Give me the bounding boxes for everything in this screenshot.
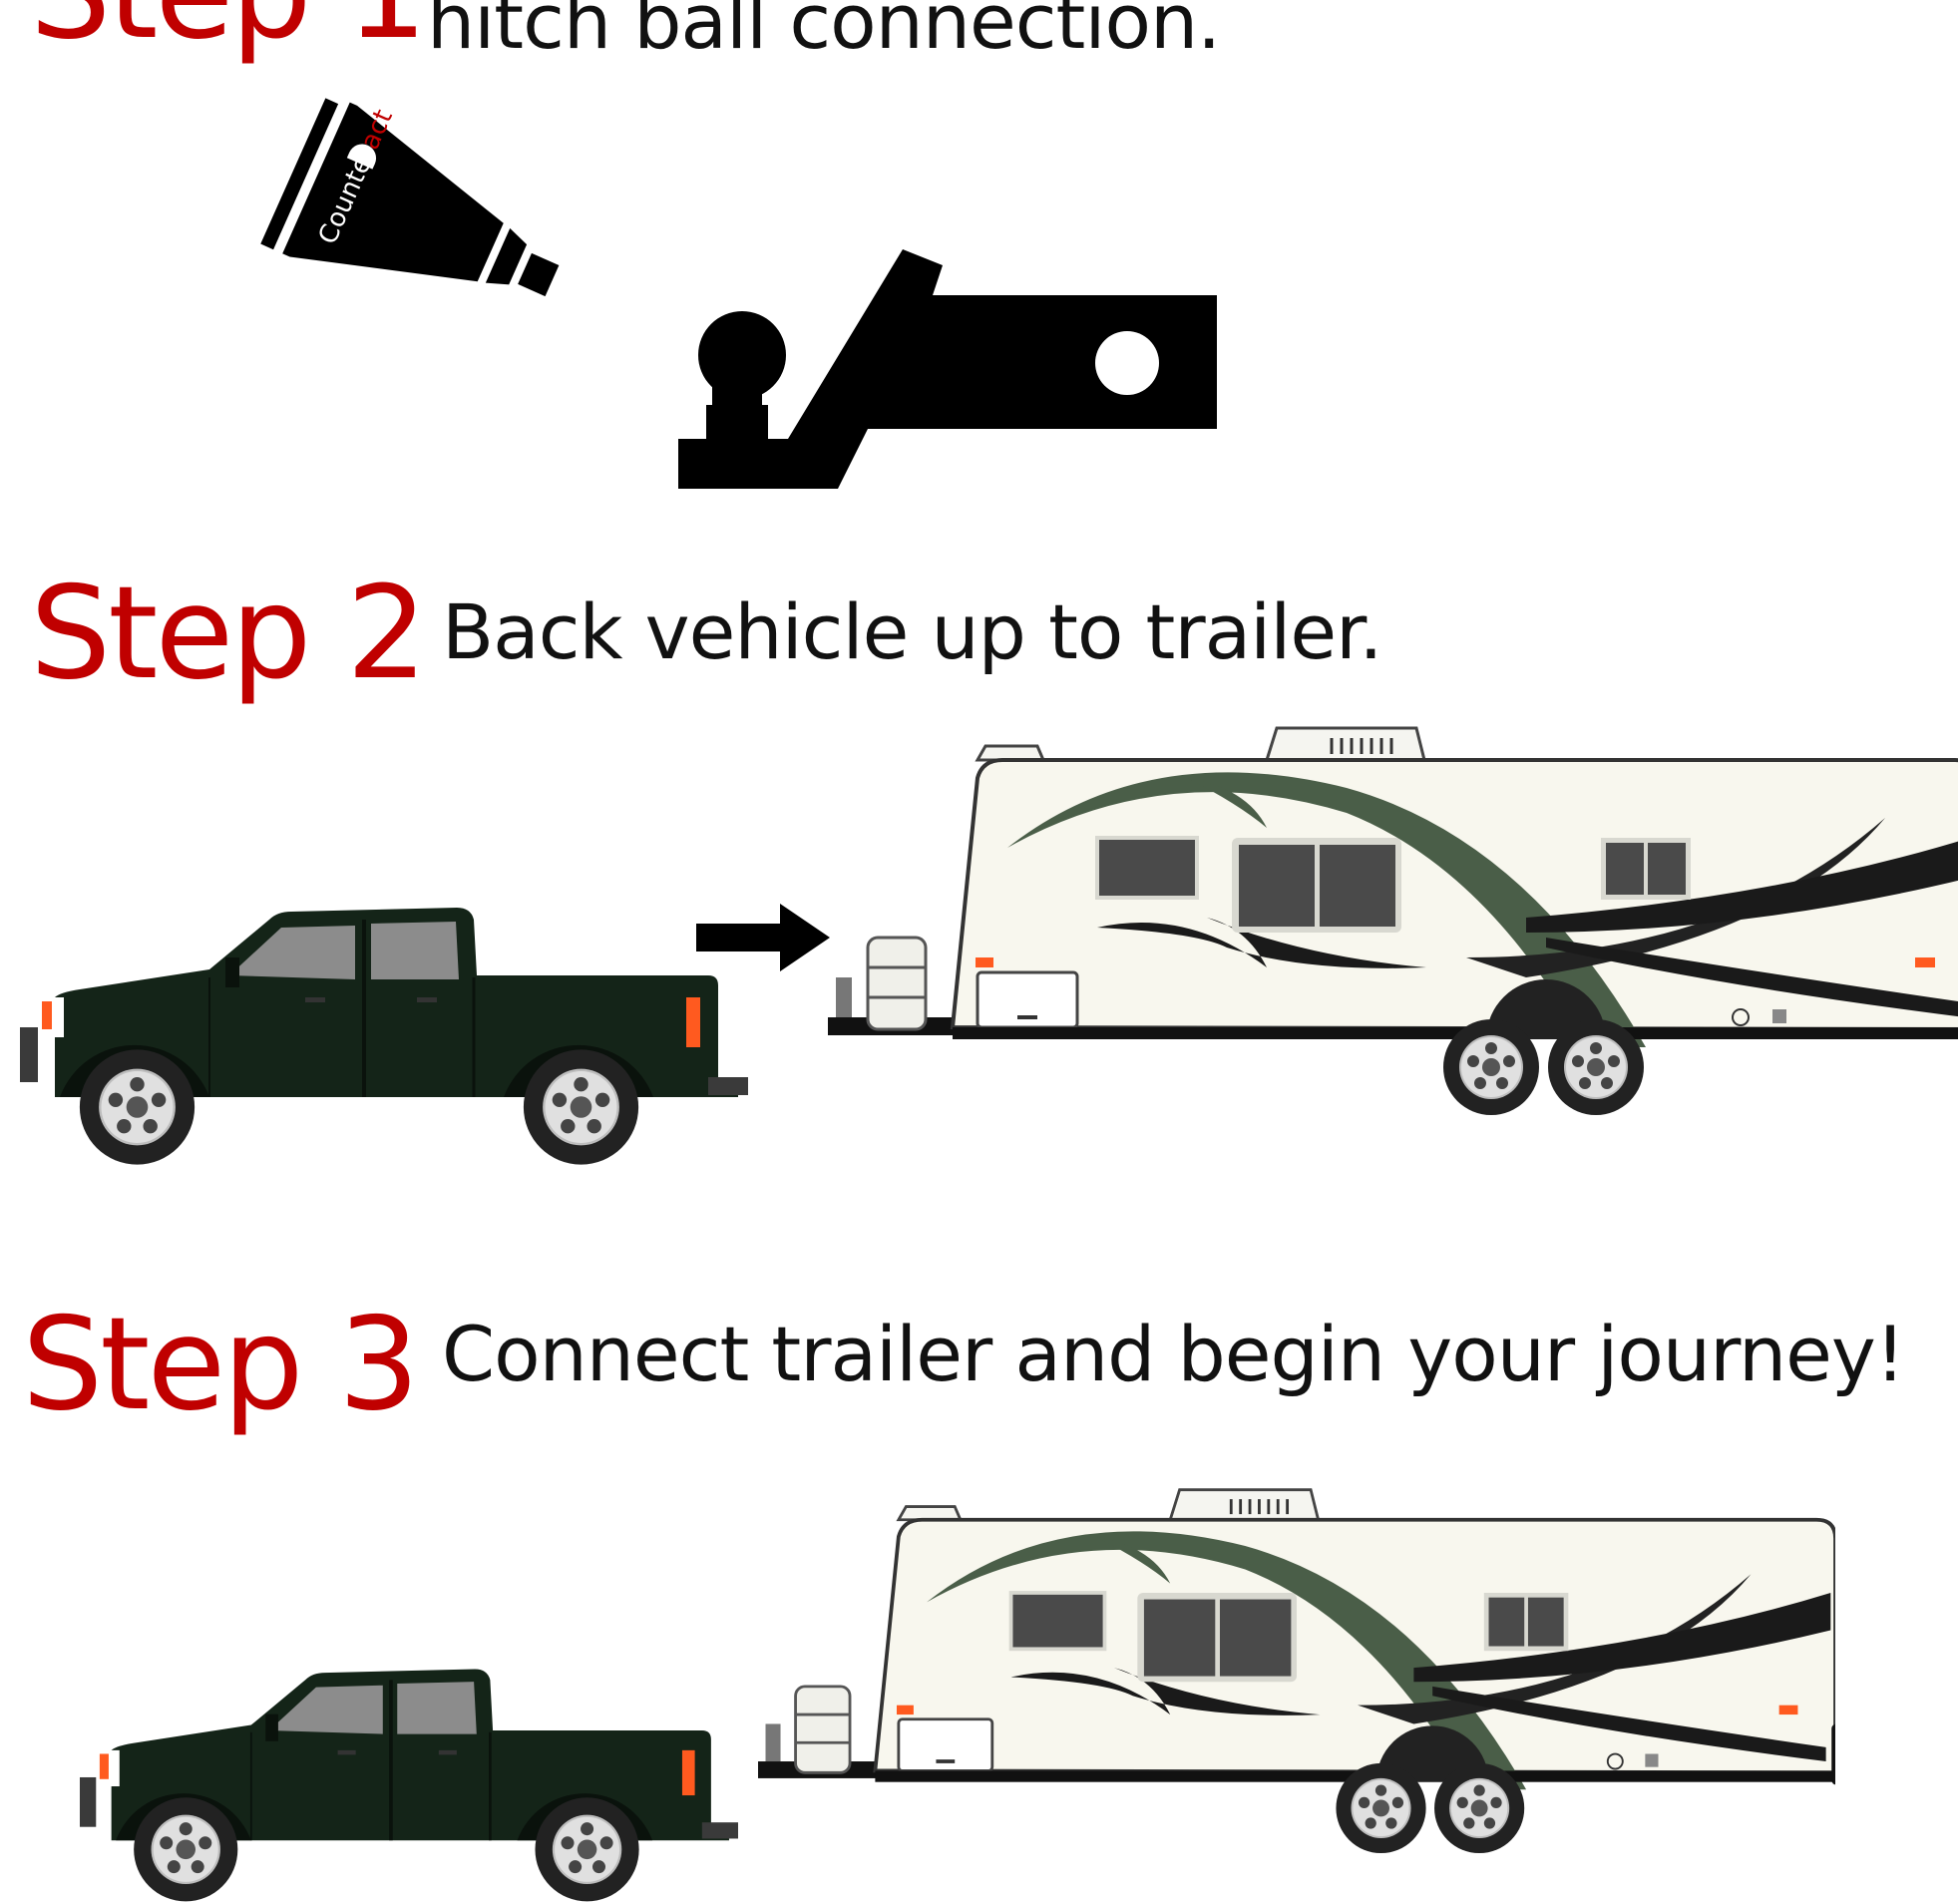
step-1-label: Step 1 bbox=[30, 0, 428, 58]
step-2-label: Step 2 bbox=[30, 560, 428, 708]
step-3-text: Connect trailer and begin your journey! bbox=[442, 1310, 1905, 1398]
step-2-text: Back vehicle up to trailer. bbox=[442, 587, 1383, 676]
step-3-label: Step 3 bbox=[22, 1291, 420, 1439]
travel-trailer-icon bbox=[828, 718, 1958, 1137]
pickup-truck-icon bbox=[80, 1660, 738, 1904]
step-1-text: hitch ball connection. bbox=[427, 0, 1221, 66]
hitch-ball-icon bbox=[678, 249, 1217, 489]
lubricant-tube-icon: Counteract® bbox=[260, 94, 560, 297]
pickup-truck-icon bbox=[20, 898, 748, 1167]
right-arrow-icon bbox=[696, 904, 830, 971]
travel-trailer-icon bbox=[758, 1480, 1835, 1874]
